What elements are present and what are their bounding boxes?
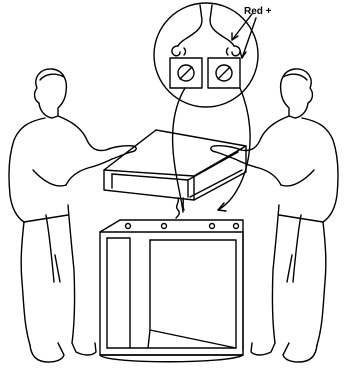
lower-cabinet: [100, 220, 243, 362]
right-person-figure: [211, 69, 338, 362]
left-person-figure: [9, 69, 136, 362]
red-plus-label: Red +: [244, 6, 272, 17]
